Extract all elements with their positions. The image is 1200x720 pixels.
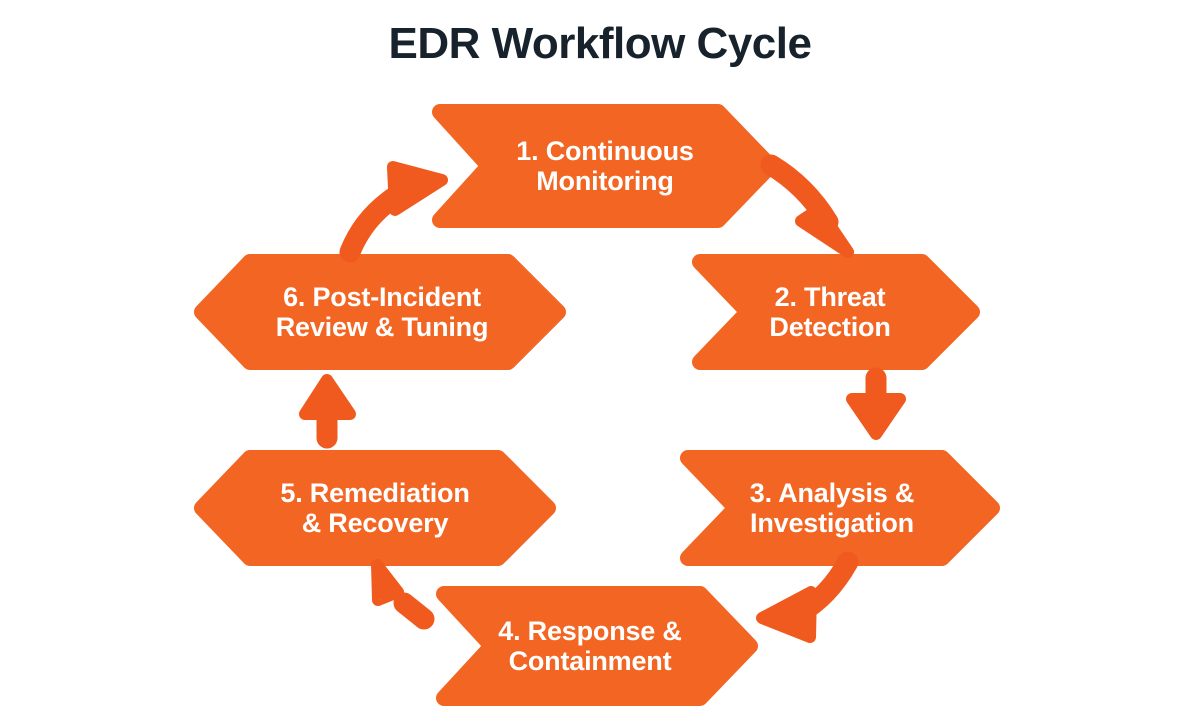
arrow-step3-to-step4 [756,551,859,643]
chevron-step-1[interactable] [432,104,778,228]
chevron-step-6[interactable] [194,254,566,370]
page-title: EDR Workflow Cycle [388,19,812,68]
arrow-step4-to-step5 [371,559,435,630]
arrow-step6-to-step1 [339,161,448,263]
arrow-step5-to-step6 [299,374,356,449]
arrow-step1-to-step2 [760,154,854,258]
chevron-step-4[interactable] [436,586,758,706]
chevron-step-3[interactable] [680,450,1000,566]
chevron-step-2[interactable] [692,254,980,370]
arrow-step2-to-step3 [846,367,906,440]
chevron-step-5[interactable] [194,450,556,566]
